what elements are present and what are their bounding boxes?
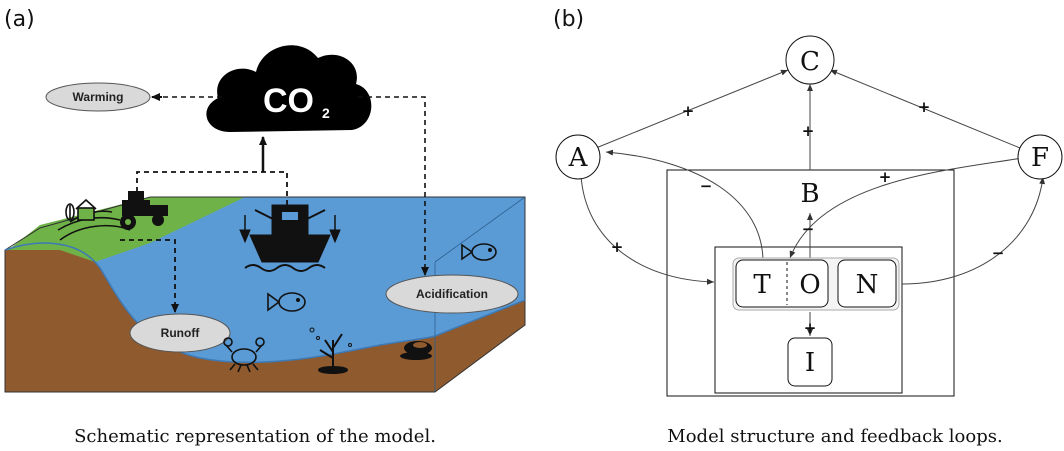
panel-a-caption: Schematic representation of the model. bbox=[74, 426, 436, 447]
block-top-edge bbox=[434, 196, 526, 263]
sign-f-t: + bbox=[879, 168, 892, 186]
svg-text:A: A bbox=[568, 143, 589, 173]
edge-signs: + + + − + + − − + bbox=[611, 98, 1005, 337]
node-f: F bbox=[1017, 134, 1063, 180]
ton-group: T O N bbox=[732, 257, 900, 311]
cloud-shape bbox=[206, 45, 372, 132]
seabed-soil bbox=[5, 243, 435, 392]
edge-a-c bbox=[595, 69, 789, 149]
sign-f-c: + bbox=[918, 98, 931, 116]
panel-b-label: (b) bbox=[553, 7, 584, 32]
co2-cloud: CO 2 bbox=[206, 45, 372, 132]
panel-a-label: (a) bbox=[4, 7, 35, 32]
node-t: T bbox=[753, 270, 771, 300]
acidification-label: Acidification bbox=[416, 287, 488, 301]
sign-t-a: − bbox=[700, 177, 713, 195]
crab-icon bbox=[223, 337, 265, 373]
sign-n-f: − bbox=[992, 244, 1005, 262]
runoff-ellipse: Runoff bbox=[129, 313, 231, 353]
runoff-label: Runoff bbox=[161, 326, 201, 340]
panel-a-arrows bbox=[120, 93, 429, 313]
node-t-o-box bbox=[735, 259, 829, 308]
edge-a-ton bbox=[580, 174, 715, 285]
seabed-right bbox=[435, 300, 525, 392]
fishing-ship-icon bbox=[239, 204, 341, 272]
node-a: A bbox=[555, 134, 601, 180]
fish-icon-middle bbox=[267, 292, 306, 312]
sign-ton-b: − bbox=[802, 220, 815, 238]
panel-b-caption: Model structure and feedback loops. bbox=[667, 426, 1002, 447]
warming-ellipse: Warming bbox=[45, 82, 151, 112]
node-n: N bbox=[856, 270, 879, 300]
arrow-cloud-acidification bbox=[358, 96, 429, 276]
svg-text:F: F bbox=[1031, 143, 1049, 173]
arrow-farm-runoff bbox=[120, 239, 179, 313]
panel-b: (b) C A F B bbox=[553, 7, 1063, 447]
feedback-edges bbox=[580, 69, 1046, 336]
svg-text:I: I bbox=[805, 348, 815, 378]
edge-f-c bbox=[829, 69, 1021, 149]
arrow-tractor-ship-link bbox=[136, 171, 288, 205]
node-i: I bbox=[787, 337, 833, 387]
panel-a: (a) CO 2 bbox=[4, 7, 526, 447]
seabed-line bbox=[4, 242, 526, 364]
fish-icon-right bbox=[461, 243, 497, 261]
sign-a-ton: + bbox=[611, 238, 624, 256]
sign-b-c: + bbox=[802, 122, 815, 140]
oyster-icon bbox=[400, 341, 432, 360]
sign-ton-i: + bbox=[804, 319, 817, 337]
inner-system-box bbox=[714, 246, 903, 394]
acidification-ellipse: Acidification bbox=[385, 274, 519, 314]
node-b: B bbox=[800, 179, 819, 209]
svg-text:C: C bbox=[800, 47, 820, 77]
edge-f-t bbox=[789, 157, 1023, 259]
coral-icon bbox=[309, 327, 352, 374]
warming-label: Warming bbox=[73, 90, 124, 104]
node-c: C bbox=[785, 35, 835, 85]
tractor-icon bbox=[120, 191, 168, 230]
sign-a-c: + bbox=[682, 102, 695, 120]
node-n-box bbox=[837, 259, 897, 308]
co2-subscript: 2 bbox=[322, 105, 330, 121]
edge-n-f bbox=[901, 176, 1046, 285]
co2-text: CO bbox=[263, 82, 314, 120]
node-o: O bbox=[799, 270, 820, 300]
block-outline bbox=[4, 196, 526, 393]
edge-t-a bbox=[605, 149, 764, 263]
